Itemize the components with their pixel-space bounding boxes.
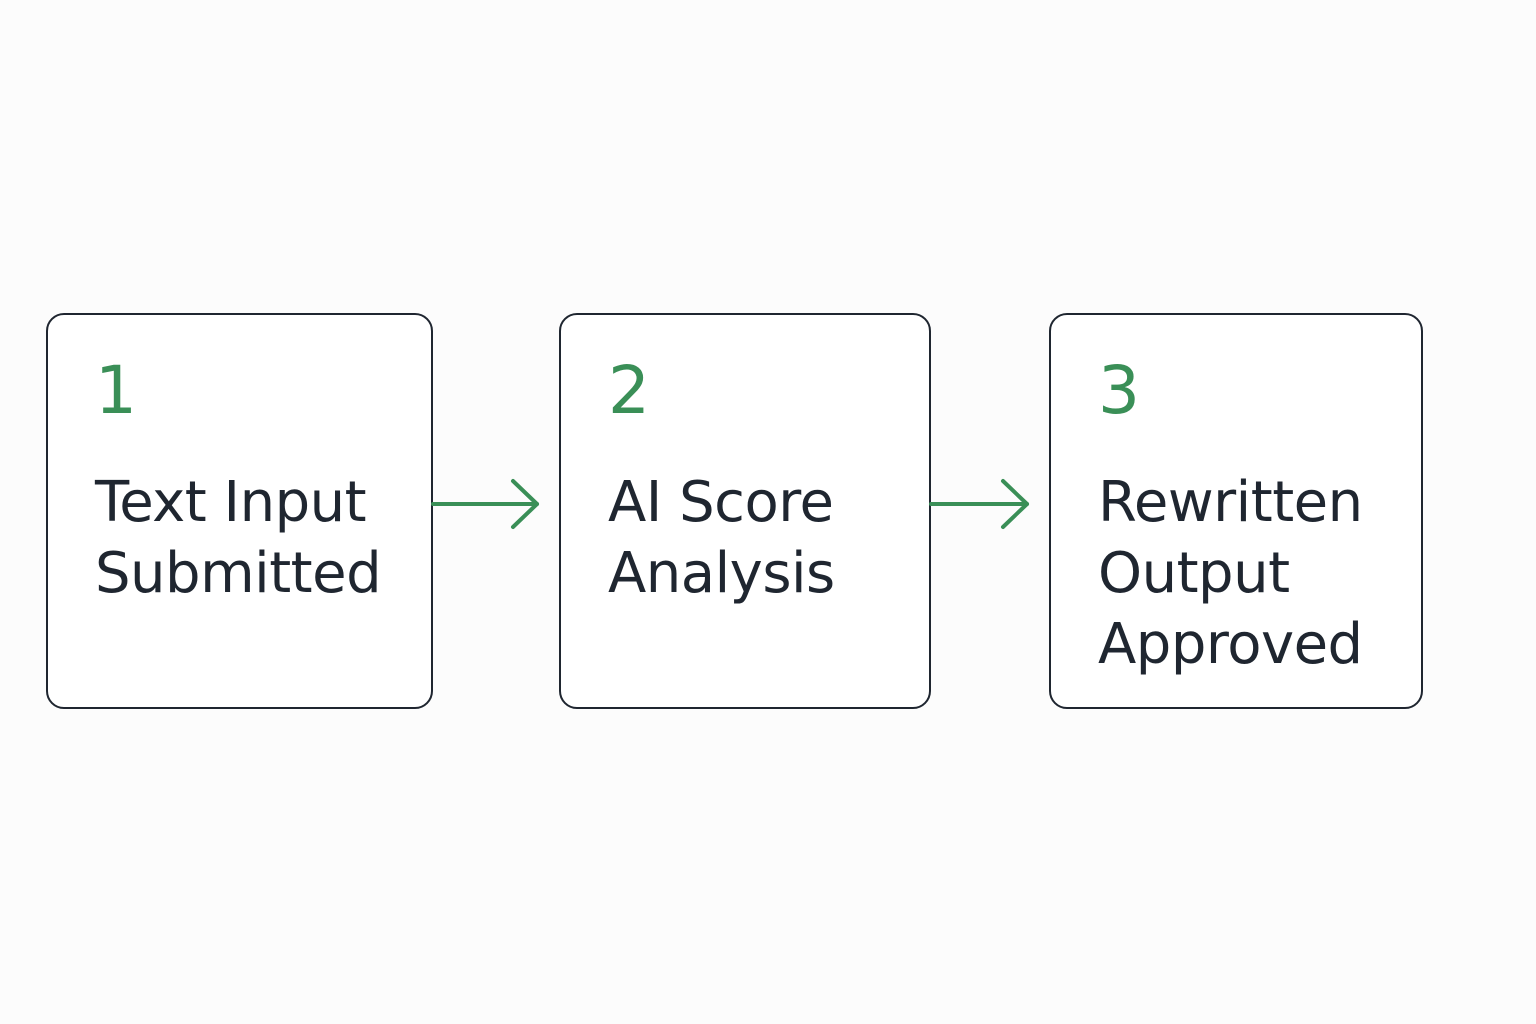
step-box-3: 3 Rewritten Output Approved	[1049, 313, 1423, 709]
step-box-1: 1 Text Input Submitted	[46, 313, 433, 709]
step-label: AI Score Analysis	[608, 470, 835, 606]
step-label: Text Input Submitted	[95, 470, 382, 606]
step-box-2: 2 AI Score Analysis	[559, 313, 931, 709]
arrow-right-icon	[929, 479, 1029, 529]
step-number: 3	[1098, 352, 1140, 429]
step-label: Rewritten Output Approved	[1098, 470, 1363, 677]
step-number: 2	[608, 352, 650, 429]
step-number: 1	[95, 352, 137, 429]
arrow-right-icon	[431, 479, 539, 529]
